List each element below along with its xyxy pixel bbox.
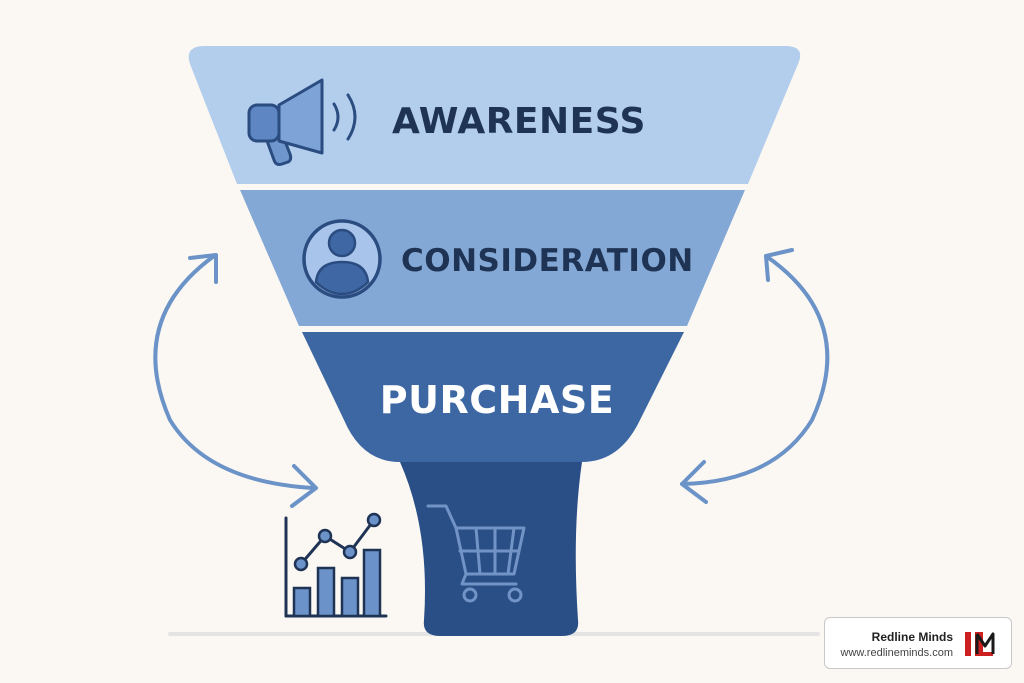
funnel-spout [400,462,582,636]
cycle-arrow-right-icon [680,248,830,504]
brand-watermark: Redline Minds www.redlineminds.com [824,617,1012,669]
bar-line-chart-icon [284,512,388,618]
stage-purchase-label: PURCHASE [380,378,614,422]
megaphone-icon [247,78,357,166]
brand-name: Redline Minds [871,630,953,644]
shopping-cart-icon [426,504,526,603]
stage-purchase-band [302,332,684,462]
stage-awareness-band [188,46,801,184]
stage-awareness-label: AWARENESS [392,101,646,142]
user-profile-icon [302,219,382,299]
stage-consideration-label: CONSIDERATION [401,243,694,279]
stage-consideration-band [240,190,745,326]
cycle-arrow-left-icon [153,253,318,508]
brand-logo [965,632,995,656]
brand-url: www.redlineminds.com [840,647,953,659]
